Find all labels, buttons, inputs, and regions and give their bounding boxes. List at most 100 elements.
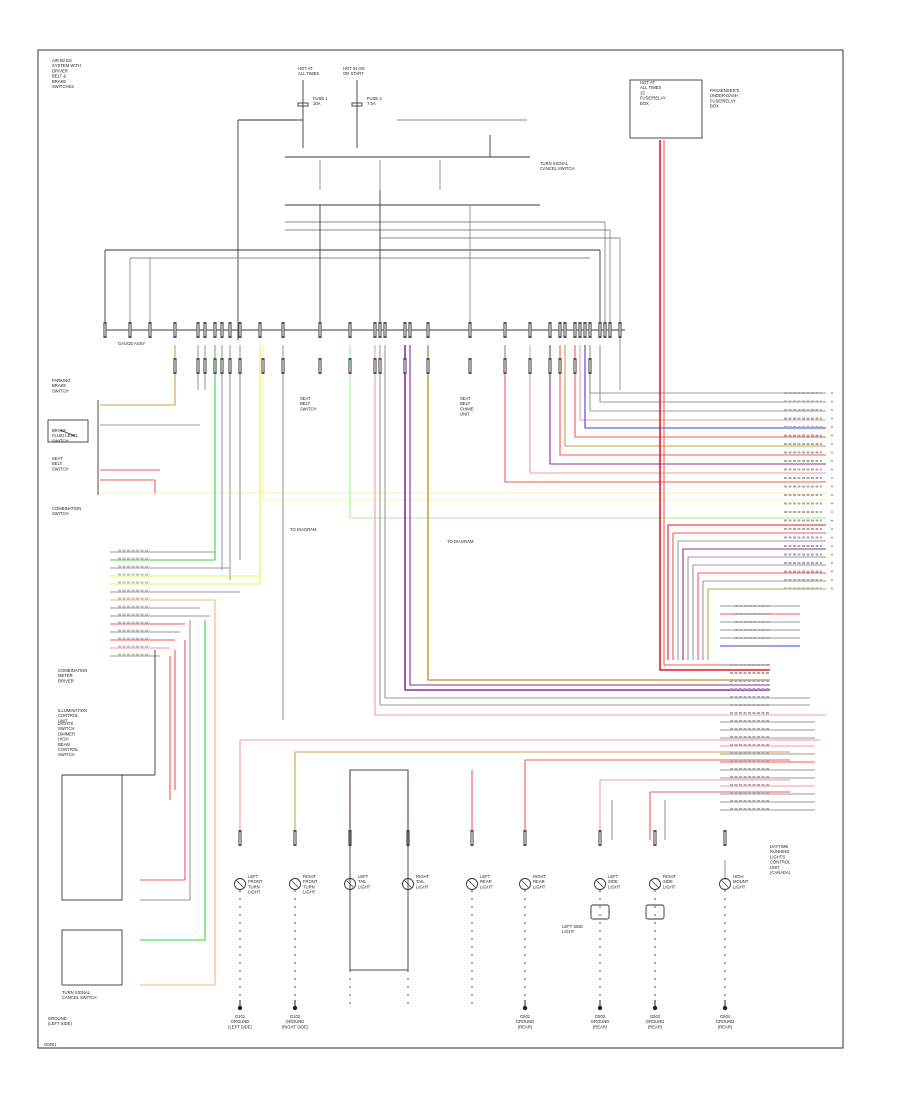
top-right-fuse-box	[629, 79, 703, 139]
gauge-connector-pin-2-core	[129, 324, 131, 336]
gauge-connector-pin-11-core	[259, 324, 261, 336]
gauge-connector-pin-b-2-core	[197, 360, 199, 372]
upper-bundle-wire-8	[559, 345, 826, 456]
gauge-connector-pin-15-core	[374, 324, 376, 336]
purple-long-wire	[404, 345, 770, 691]
right-wire-dot-17	[831, 528, 833, 530]
top-fuse-area	[104, 80, 621, 390]
ground-3-symbol	[522, 1005, 528, 1011]
lamp-7-filament	[596, 880, 604, 888]
bottom-left-ground-text: GROUND(LEFT SIDE)	[48, 1016, 72, 1026]
diagram-frame	[37, 49, 844, 1049]
gauge-connector-pin-1-core	[104, 324, 106, 336]
gauge-connector-pin-9-core	[229, 324, 231, 336]
gauge-connector-pin-b-12-core	[374, 360, 376, 372]
lamp-9-filament	[721, 880, 729, 888]
gauge-connector-pin-b-8-core	[262, 360, 264, 372]
right-wire-dot-7	[831, 443, 833, 445]
right-wire-dot-23	[831, 579, 833, 581]
gauge-connector-pin-b-17-core	[504, 360, 506, 372]
upper-bundle-wire-9	[549, 345, 826, 465]
gauge-connector-pin-b-10-core	[319, 360, 321, 372]
green-bus-wire	[349, 345, 826, 519]
lamp-1-filament	[236, 880, 244, 888]
lamp-6-bulb	[519, 878, 531, 890]
gauge-connector-pin-34-core	[619, 324, 621, 336]
ground-layer	[237, 1000, 728, 1011]
orange-down-wire	[140, 600, 216, 986]
gauge-connector-pin-b-22-core	[589, 360, 591, 372]
gauge-connector-pin-18-core	[404, 324, 406, 336]
right-wire-dot-20	[831, 553, 833, 556]
gauge-connector-pin-b-15-core	[427, 360, 429, 372]
lamp-8-connector-core	[654, 832, 656, 844]
right-wire-dot-3	[831, 409, 833, 411]
lamp-5-bulb	[466, 878, 478, 890]
combination-switch-box-2	[61, 929, 123, 986]
ground-4-symbol	[597, 1005, 603, 1011]
lamp-5-connector-core	[471, 832, 473, 844]
right-wire-dot-14	[831, 502, 833, 505]
gauge-connector-pin-27-core	[574, 324, 576, 336]
gauge-connector-pin-b-4-core	[214, 360, 216, 372]
lamp-1-connector-core	[239, 832, 241, 844]
pink-long-wire	[374, 345, 826, 716]
gauge-connector-pin-32-core	[604, 324, 606, 336]
gauge-connector-pin-29-core	[584, 324, 586, 336]
right-wire-dot-2	[831, 400, 833, 403]
parking-brake-wire	[100, 400, 176, 406]
gray-down-wire	[140, 620, 191, 901]
gauge-connector-pin-26-core	[564, 324, 566, 336]
lamp-8-filament	[651, 880, 659, 888]
green-down-wire	[140, 620, 206, 941]
right-wire-dot-19	[831, 545, 833, 547]
upper-bundle-wire-4	[579, 345, 826, 421]
lamp-7-bulb	[594, 878, 606, 890]
gauge-connector-pin-14-core	[349, 324, 351, 336]
right-side-wire-labels	[118, 392, 833, 810]
gauge-connector-pin-b-19-core	[549, 360, 551, 372]
gauge-connector-pin-23-core	[529, 324, 531, 336]
gauge-connector-pin-b-11-core	[349, 360, 351, 372]
gauge-connector-pin-28-core	[579, 324, 581, 336]
lamp-7-connector-core	[599, 832, 601, 844]
left-switch-block	[47, 400, 99, 495]
right-wire-dot-16	[831, 519, 833, 522]
lamp-9-bulb	[719, 878, 731, 890]
purple-long-wire-2	[409, 345, 770, 686]
gauge-connector-pin-b-21-core	[574, 360, 576, 372]
right-wire-dot-4	[831, 417, 833, 420]
gauge-connector-pin-b-7-core	[239, 360, 241, 372]
gauge-connector-pin-b-1-core	[174, 360, 176, 372]
upper-bundle-wire-7	[564, 345, 826, 447]
red-branch-wire	[100, 479, 156, 493]
lamp-6-filament	[521, 880, 529, 888]
gauge-assembly-text: GAUGE ASSY	[118, 341, 145, 346]
right-wire-dot-21	[831, 562, 833, 564]
gauge-connector-pin-16-core	[379, 324, 381, 336]
ground-1-symbol	[237, 1005, 243, 1011]
gauge-connector-pin-25-core	[559, 324, 561, 336]
gauge-connector-pin-30-core	[589, 324, 591, 336]
gauge-connector-pin-33-core	[609, 324, 611, 336]
gauge-connector-pin-6-core	[204, 324, 206, 336]
